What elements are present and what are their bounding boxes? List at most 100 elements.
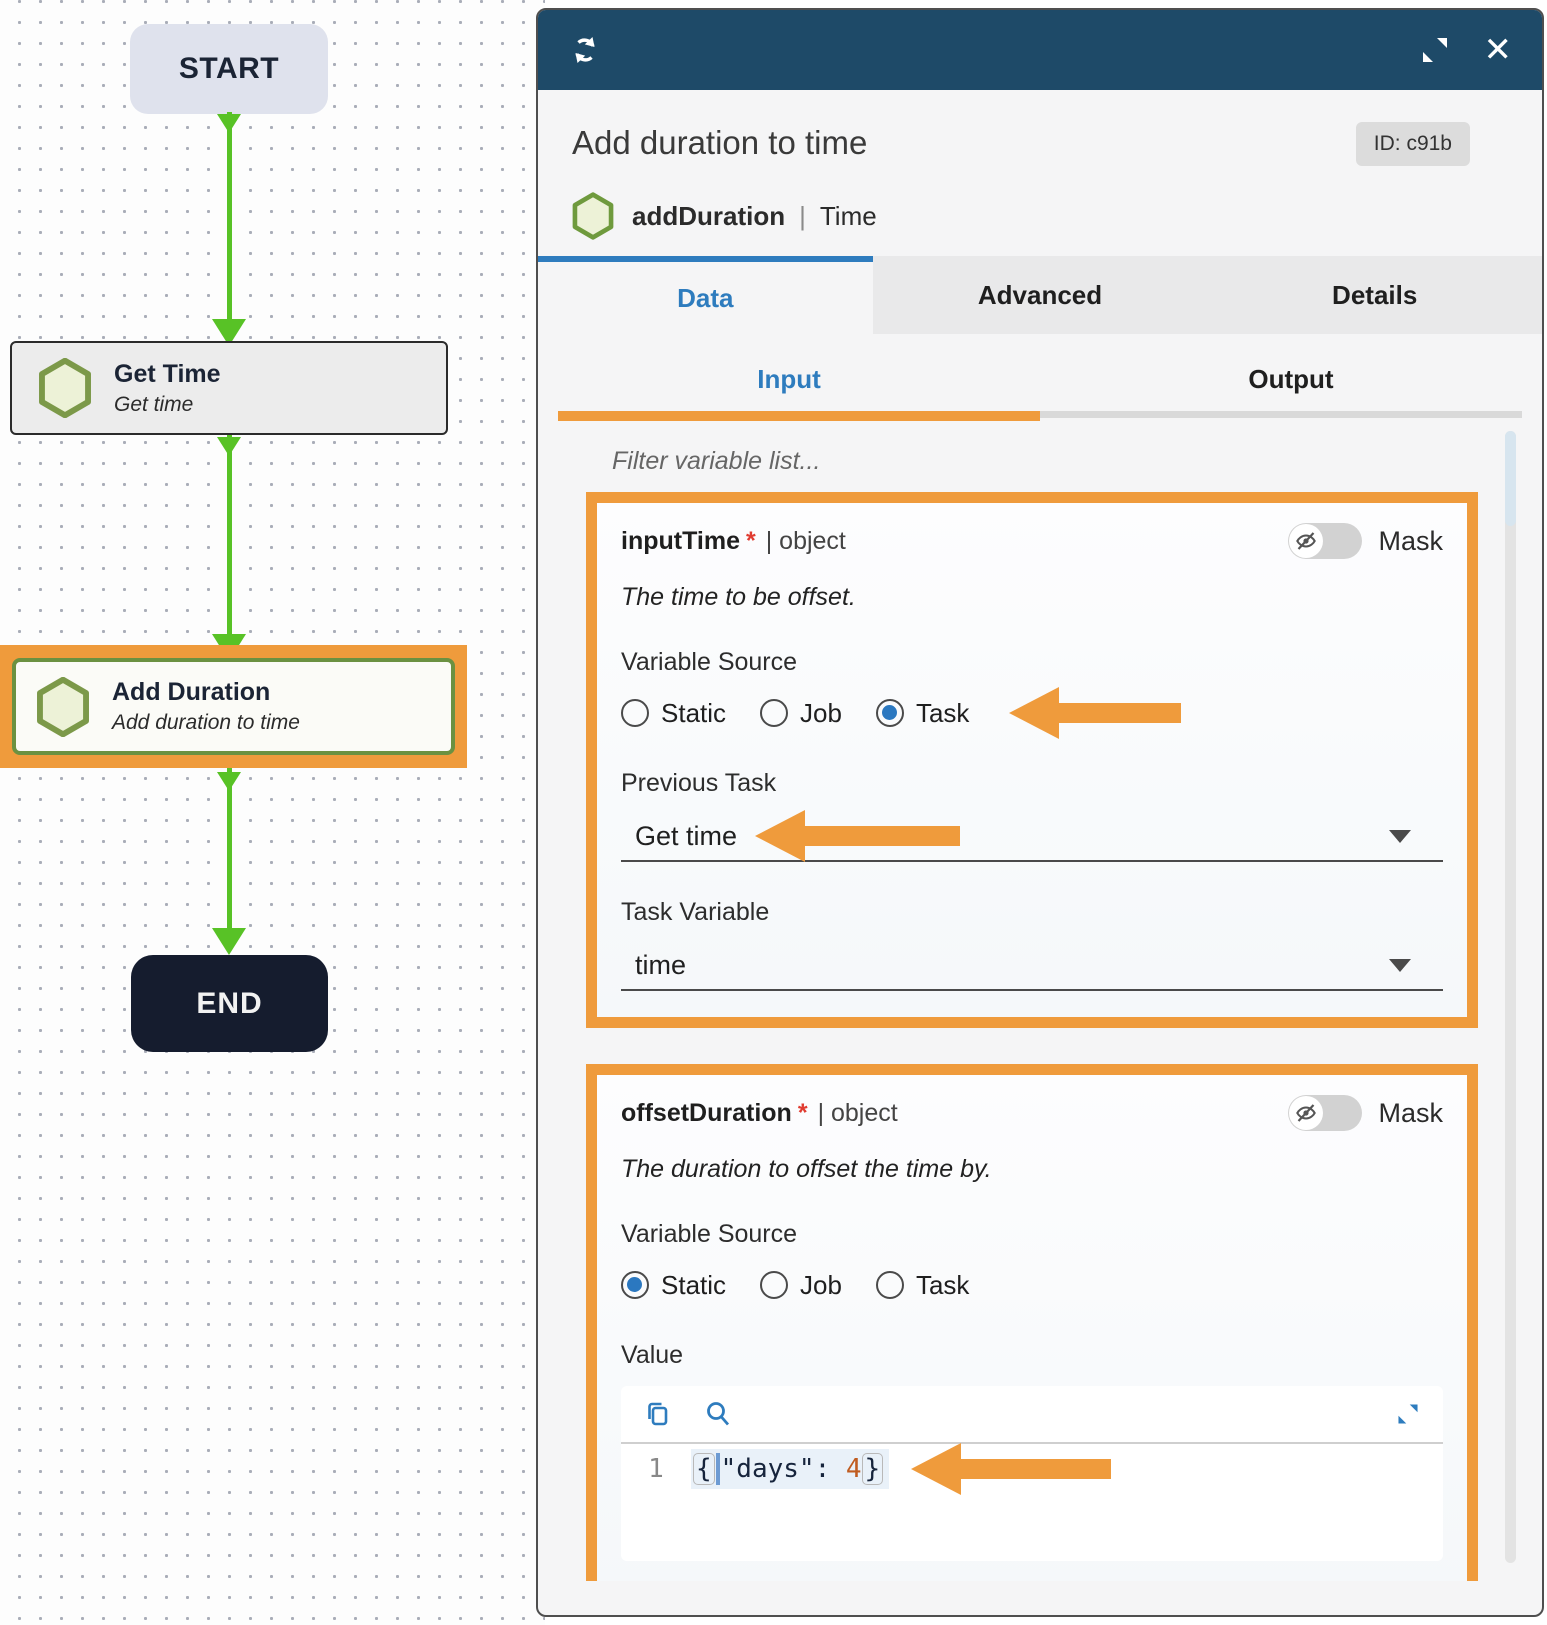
tab-data[interactable]: Data (538, 256, 873, 334)
json-value-editor[interactable]: 1 {"days": 4} (621, 1386, 1443, 1561)
filter-variable-input[interactable]: Filter variable list... (612, 447, 821, 475)
variable-type: | object (765, 526, 846, 555)
radio-circle[interactable] (621, 699, 649, 727)
mask-label: Mask (1378, 525, 1443, 556)
radio-job[interactable]: Job (760, 1270, 842, 1301)
radio-circle[interactable] (875, 1271, 904, 1299)
variable-list: Filter variable list... inputTime * | ob… (538, 421, 1542, 1581)
variable-name: offsetDuration (621, 1098, 792, 1127)
search-icon[interactable] (703, 1399, 733, 1429)
variable-name: inputTime (621, 526, 740, 555)
text-cursor (715, 1453, 720, 1485)
task-id-badge: ID: c91b (1355, 122, 1470, 166)
line-number: 1 (648, 1454, 664, 1484)
connector-line (227, 112, 232, 324)
chevron-down-icon (1389, 959, 1411, 972)
copy-icon[interactable] (643, 1399, 673, 1429)
hexagon-task-icon (39, 358, 91, 418)
page-title: Add duration to time (572, 124, 868, 161)
annotation-arrow (1009, 687, 1181, 739)
refresh-icon[interactable] (568, 33, 602, 67)
radio-circle[interactable] (760, 1271, 789, 1299)
editor-divider (621, 1442, 1443, 1444)
hexagon-task-icon (572, 192, 614, 240)
connector-start-arrow (217, 772, 241, 791)
mask-toggle[interactable] (1288, 523, 1363, 559)
previous-task-select[interactable]: Get time (621, 810, 1443, 862)
get-time-node[interactable]: Get Time Get time (10, 341, 448, 435)
scrollbar[interactable] (1505, 431, 1516, 1563)
workflow-canvas[interactable]: START Get Time Get time Add Duration Add… (0, 0, 545, 1625)
variable-source-label: Variable Source (621, 1220, 798, 1248)
radio-task[interactable]: Task (875, 1270, 969, 1301)
selected-node-highlight: Add Duration Add duration to time (0, 645, 467, 768)
value-label: Value (621, 1341, 684, 1369)
json-code[interactable]: {"days": 4} (691, 1449, 890, 1489)
radio-static[interactable]: Static (621, 698, 726, 729)
connector-line (227, 768, 232, 934)
chevron-down-icon (1389, 830, 1411, 843)
hexagon-task-icon (37, 676, 89, 737)
node-subtitle: Get time (114, 392, 194, 416)
previous-task-label: Previous Task (621, 769, 777, 797)
task-variable-label: Task Variable (621, 898, 770, 926)
panel-header: ✕ (538, 10, 1542, 90)
mask-toggle[interactable] (1288, 1095, 1363, 1131)
subtab-indicator (558, 411, 1522, 421)
radio-task[interactable]: Task (875, 698, 969, 729)
add-duration-node[interactable]: Add Duration Add duration to time (12, 658, 455, 755)
node-title: Add Duration (112, 678, 271, 706)
variable-source-radios: Static Job Task (621, 1265, 1443, 1305)
editor-toolbar (621, 1386, 1443, 1442)
tab-details[interactable]: Details (1207, 256, 1542, 334)
variable-source-label: Variable Source (621, 648, 798, 676)
subtab-input[interactable]: Input (757, 364, 821, 394)
eye-off-icon (1296, 1104, 1317, 1122)
connector-end-arrow (212, 928, 246, 955)
radio-circle-selected[interactable] (621, 1271, 649, 1299)
variable-type: | object (817, 1098, 898, 1127)
scrollbar-thumb[interactable] (1505, 431, 1516, 526)
io-subtabs: Input Output (538, 364, 1542, 395)
panel-title-block: Add duration to time ID: c91b addDuratio… (538, 90, 1542, 256)
tab-advanced[interactable]: Advanced (872, 256, 1208, 334)
expand-icon[interactable] (1395, 1401, 1421, 1427)
task-separator: | (799, 200, 806, 231)
subtab-output[interactable]: Output (1248, 364, 1334, 394)
close-icon[interactable]: ✕ (1483, 31, 1513, 69)
radio-circle-selected[interactable] (875, 699, 904, 727)
task-name: addDuration (632, 200, 786, 231)
connector-line (227, 435, 232, 640)
mask-label: Mask (1378, 1097, 1443, 1128)
connector-start-arrow (217, 437, 241, 456)
task-variable-select[interactable]: time (621, 941, 1443, 991)
expand-icon[interactable] (1418, 33, 1452, 67)
radio-circle[interactable] (760, 699, 789, 727)
annotation-arrow (755, 810, 960, 862)
task-category: Time (819, 200, 877, 231)
radio-job[interactable]: Job (760, 698, 842, 729)
radio-static[interactable]: Static (621, 1270, 726, 1301)
previous-task-value: Get time (635, 820, 738, 851)
input-time-section: inputTime * | object Mask (586, 492, 1478, 1028)
variable-description: The duration to offset the time by. (621, 1155, 992, 1183)
required-asterisk: * (745, 526, 756, 555)
variable-description: The time to be offset. (621, 583, 856, 611)
start-node[interactable]: START (130, 24, 328, 114)
end-node[interactable]: END (131, 955, 328, 1052)
connector-start-arrow (217, 114, 241, 133)
eye-off-icon (1296, 532, 1317, 550)
mask-toggle-knob (1289, 524, 1324, 558)
panel-tabs: Data Advanced Details (538, 256, 1542, 334)
required-asterisk: * (797, 1098, 808, 1127)
annotation-arrow (911, 1443, 1111, 1495)
offset-duration-section: offsetDuration * | object M (586, 1064, 1478, 1581)
code-line-1[interactable]: 1 {"days": 4} (621, 1443, 1443, 1495)
task-config-panel: ✕ Add duration to time ID: c91b addDurat… (536, 8, 1544, 1617)
node-title: Get Time (114, 359, 221, 388)
variable-source-radios: Static Job Task (621, 687, 1443, 739)
task-variable-value: time (635, 949, 687, 980)
node-subtitle: Add duration to time (112, 711, 300, 734)
mask-toggle-knob (1289, 1096, 1324, 1130)
output-inactive-bar (1040, 411, 1522, 418)
